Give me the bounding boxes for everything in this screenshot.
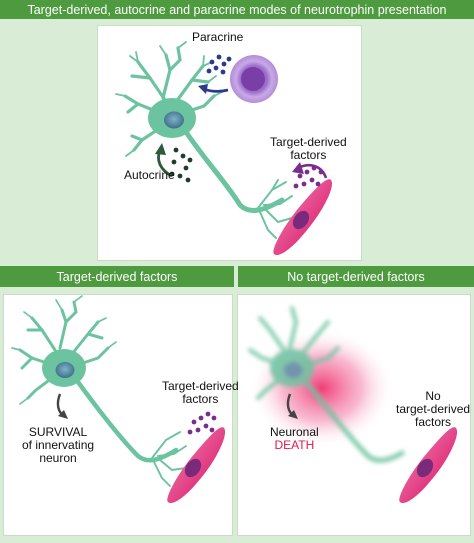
left-target-cell (167, 427, 226, 504)
paracrine-dots (206, 54, 232, 75)
left-neuron (11, 295, 187, 487)
top-target-label-line2: factors (290, 148, 327, 162)
top-target-label-line1: Target-derived (270, 135, 347, 149)
right-neuron-blurred (248, 306, 406, 463)
top-target-label: Target-derived factors (270, 136, 347, 162)
right-panel-header: No target-derived factors (238, 266, 474, 287)
no-target-line3: factors (415, 415, 452, 429)
survival-line1: SURVIVAL (28, 425, 88, 439)
left-panel (4, 295, 232, 535)
top-target-cell (273, 179, 333, 256)
paracrine-arrow (203, 87, 229, 93)
survival-label: SURVIVAL of innervating neuron (22, 426, 94, 465)
no-target-line2: target-derived (396, 402, 471, 416)
no-target-label: No target-derived factors (396, 390, 470, 429)
diagram-title: Target-derived, autocrine and paracrine … (0, 0, 474, 19)
death-label: Neuronal DEATH (270, 426, 319, 452)
right-target-cell (399, 427, 458, 504)
left-panel-header: Target-derived factors (0, 266, 234, 287)
survival-line2: of innervating (22, 438, 95, 452)
left-target-label: Target-derived factors (162, 380, 239, 406)
paracrine-cell (230, 55, 278, 103)
left-target-factors (187, 411, 217, 435)
neuronal-label: Neuronal (270, 425, 319, 439)
left-target-label-line1: Target-derived (162, 379, 239, 393)
paracrine-label: Paracrine (192, 30, 244, 44)
top-neuron (115, 41, 293, 239)
left-target-label-line2: factors (182, 392, 219, 406)
death-word: DEATH (274, 438, 315, 452)
survival-line3: neuron (39, 451, 77, 465)
autocrine-label: Autocrine (124, 168, 175, 182)
no-target-line1: No (425, 389, 441, 403)
